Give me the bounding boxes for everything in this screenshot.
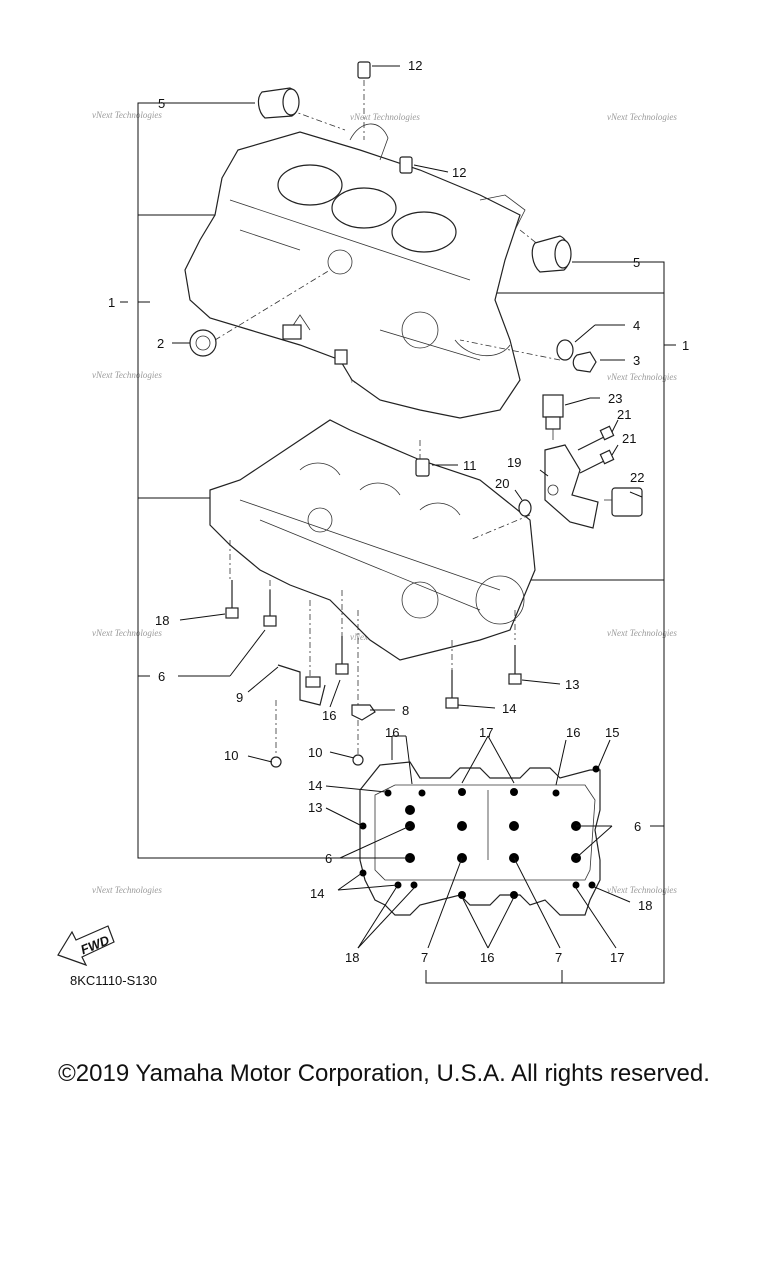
upper-crankcase: [184, 123, 526, 419]
callout-5: 5: [633, 255, 640, 270]
callout-21: 21: [622, 431, 636, 446]
callout-3: 3: [633, 353, 640, 368]
callout-11: 11: [463, 458, 477, 473]
callout-7: 7: [421, 950, 428, 965]
fwd-arrow-icon: FWD: [57, 925, 115, 967]
crankcase-diagram: vNext Technologies vNext Technologies vN…: [57, 58, 689, 988]
bolt-dot: [405, 805, 415, 815]
lower-crankcase: [209, 419, 536, 661]
watermark-text: vNext Technologies: [92, 370, 162, 380]
watermark-text: vNext Technologies: [92, 110, 162, 120]
callout-19: 19: [507, 455, 521, 470]
bolt-dot: [458, 788, 466, 796]
callout-17: 17: [479, 725, 493, 740]
callout-14: 14: [308, 778, 322, 793]
bolt-pattern-plate: [359, 761, 601, 916]
callout-2: 2: [157, 336, 164, 351]
callout-7: 7: [555, 950, 562, 965]
callout-16: 16: [385, 725, 399, 740]
callout-1: 1: [108, 295, 115, 310]
callout-21: 21: [617, 407, 631, 422]
watermark-text: vNext Technologies: [92, 885, 162, 895]
callout-22: 22: [630, 470, 644, 485]
callout-6: 6: [325, 851, 332, 866]
bolt-dot: [552, 789, 560, 797]
callout-10: 10: [308, 745, 322, 760]
callout-6: 6: [634, 819, 641, 834]
bolt-dot: [359, 822, 367, 830]
bolt-dot: [510, 788, 518, 796]
watermark-text: vNext Technologies: [350, 112, 420, 122]
watermark-text: vNext Technologies: [607, 112, 677, 122]
callout-6: 6: [158, 669, 165, 684]
callout-8: 8: [402, 703, 409, 718]
watermark-text: vNext Technologies: [607, 372, 677, 382]
callout-13: 13: [308, 800, 322, 815]
callout-4: 4: [633, 318, 640, 333]
callout-12: 12: [452, 165, 466, 180]
callout-5: 5: [158, 96, 165, 111]
callout-14: 14: [310, 886, 324, 901]
bolt-dot: [359, 869, 367, 877]
callout-16: 16: [480, 950, 494, 965]
leader-lines: [172, 65, 643, 949]
callout-10: 10: [224, 748, 238, 763]
callout-9: 9: [236, 690, 243, 705]
small-parts: [189, 61, 643, 768]
diagram-code: 8KC1110-S130: [70, 973, 157, 988]
callout-23: 23: [608, 391, 622, 406]
callout-12: 12: [408, 58, 422, 73]
bolt-dot: [410, 881, 418, 889]
bolt-dots: [359, 765, 600, 899]
callout-18: 18: [155, 613, 169, 628]
bolt-dot: [509, 821, 519, 831]
callout-15: 15: [605, 725, 619, 740]
callout-13: 13: [565, 677, 579, 692]
bolt-dot: [457, 821, 467, 831]
callout-16: 16: [322, 708, 336, 723]
callout-18: 18: [638, 898, 652, 913]
fwd-label: FWD: [78, 932, 112, 957]
copyright-notice: ©2019 Yamaha Motor Corporation, U.S.A. A…: [58, 1060, 710, 1087]
watermark-text: vNext Technologies: [92, 628, 162, 638]
watermark-text: vNext Technologies: [607, 885, 677, 895]
bolt-dot: [510, 891, 518, 899]
bolt-dot: [572, 881, 580, 889]
bolt-dot: [384, 789, 392, 797]
callout-16: 16: [566, 725, 580, 740]
bolt-dot: [458, 891, 466, 899]
assembly-lines: [214, 80, 561, 755]
bolt-dot: [592, 765, 600, 773]
callout-1: 1: [682, 338, 689, 353]
callout-labels: 12 12 5 5 1 1 2 4 3 23 21 21 11 19 20 22…: [108, 58, 689, 965]
callout-20: 20: [495, 476, 509, 491]
callout-17: 17: [610, 950, 624, 965]
callout-14: 14: [502, 701, 516, 716]
callout-18: 18: [345, 950, 359, 965]
watermark-text: vNext Technologies: [607, 628, 677, 638]
bolt-dot: [418, 789, 426, 797]
